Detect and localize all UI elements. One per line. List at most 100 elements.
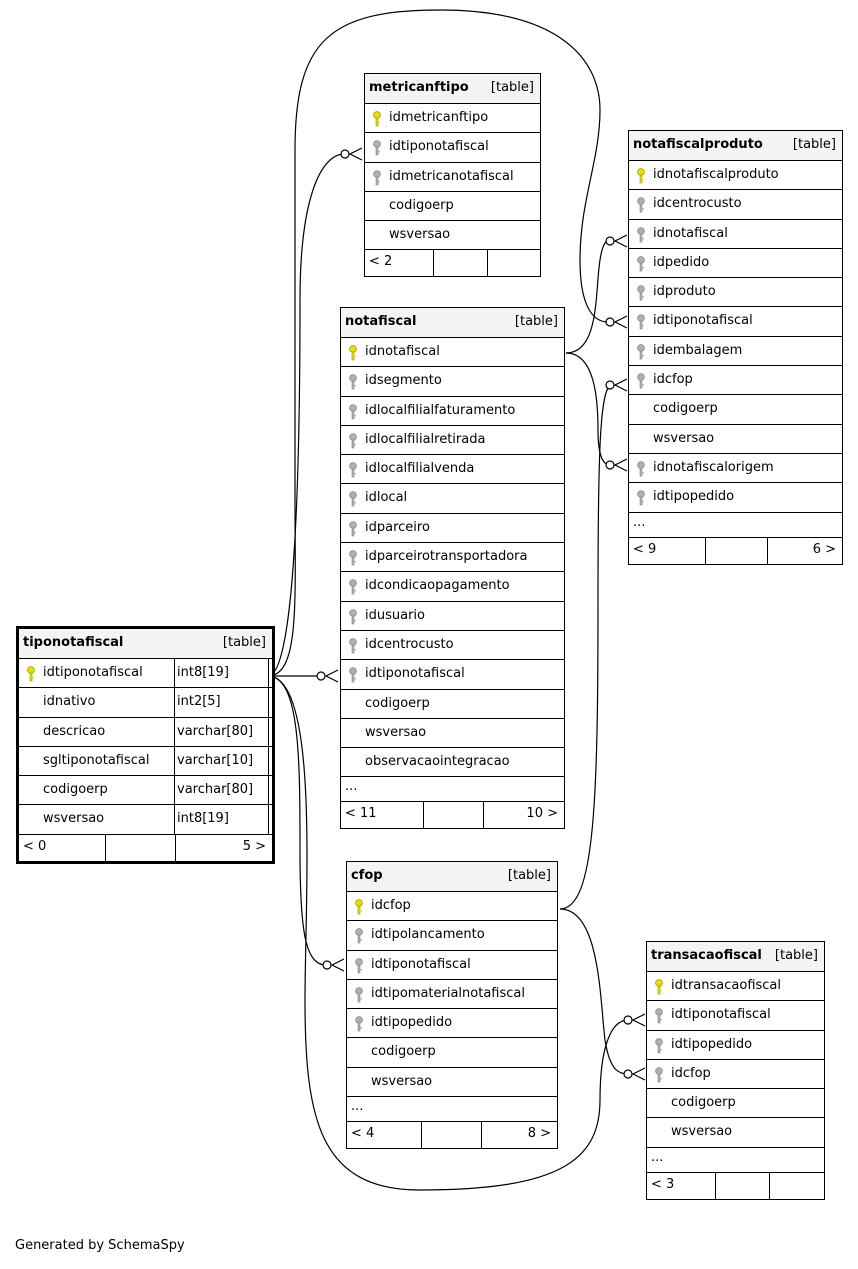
- table-type-label: [table]: [774, 948, 818, 963]
- column-divider: [174, 688, 175, 717]
- column-row[interactable]: idlocal: [341, 484, 564, 514]
- column-row[interactable]: idtiponotafiscal: [341, 660, 564, 690]
- column-row[interactable]: idcfop: [347, 892, 557, 922]
- column-row[interactable]: wsversao: [341, 719, 564, 749]
- column-row[interactable]: idsegmento: [341, 367, 564, 397]
- table-name[interactable]: metricanftipo: [369, 80, 469, 95]
- column-name: idproduto: [653, 284, 716, 300]
- column-row[interactable]: idtransacaofiscal: [647, 972, 824, 1002]
- more-columns-row[interactable]: ...: [647, 1148, 824, 1173]
- column-row[interactable]: idnotafiscalproduto: [629, 161, 842, 191]
- column-row[interactable]: idtiponotafiscal: [629, 307, 842, 337]
- column-row[interactable]: idcfop: [629, 366, 842, 396]
- column-row[interactable]: wsversao: [365, 221, 540, 251]
- more-columns-row[interactable]: ...: [341, 777, 564, 803]
- column-row[interactable]: idtiponotafiscal: [365, 133, 540, 163]
- column-row[interactable]: wsversao: [347, 1068, 557, 1098]
- column-name: idparceirotransportadora: [365, 549, 528, 565]
- relation-line: [267, 153, 345, 677]
- column-row[interactable]: idtipopedido: [647, 1031, 824, 1060]
- foreign-key-icon: [355, 987, 363, 1003]
- column-row[interactable]: idparceirotransportadora: [341, 543, 564, 573]
- relation-line: [267, 9, 609, 677]
- child-count-link[interactable]: 10 >: [526, 806, 558, 822]
- generated-by-footer: Generated by SchemaSpy: [15, 1238, 185, 1253]
- column-name: idmetricanotafiscal: [389, 168, 514, 184]
- column-row[interactable]: idnotafiscal: [629, 220, 842, 249]
- column-row[interactable]: idcondicaopagamento: [341, 572, 564, 602]
- more-columns-row[interactable]: ...: [347, 1097, 557, 1123]
- table-name[interactable]: cfop: [351, 868, 383, 883]
- table-name[interactable]: tiponotafiscal: [23, 635, 124, 650]
- table-name[interactable]: transacaofiscal: [651, 948, 762, 963]
- column-row[interactable]: idembalagem: [629, 337, 842, 367]
- column-row[interactable]: idtiponotafiscal: [647, 1001, 824, 1031]
- column-name: codigoerp: [653, 401, 718, 417]
- column-row[interactable]: idtipopedido: [629, 483, 842, 513]
- parent-count-link[interactable]: < 4: [351, 1126, 375, 1142]
- column-name: codigoerp: [371, 1044, 436, 1060]
- column-row[interactable]: idparceiro: [341, 514, 564, 544]
- foreign-key-icon: [637, 256, 645, 272]
- more-columns-row[interactable]: ...: [629, 513, 842, 538]
- column-row[interactable]: idcfop: [647, 1060, 824, 1090]
- column-row[interactable]: idcentrocusto: [341, 631, 564, 661]
- column-row[interactable]: idtipomaterialnotafiscal: [347, 980, 557, 1010]
- column-row[interactable]: codigoerp: [347, 1038, 557, 1068]
- column-type: int8[19]: [177, 665, 229, 680]
- relation-line: [565, 239, 611, 354]
- table-notafiscalproduto[interactable]: notafiscalproduto [table] idnotafiscalprod…: [628, 130, 843, 565]
- column-row[interactable]: idlocalfilialvenda: [341, 455, 564, 485]
- footer-divider: [175, 834, 176, 861]
- column-row[interactable]: observacaointegracao: [341, 748, 564, 778]
- column-row[interactable]: wsversao: [647, 1118, 824, 1148]
- parent-count-link[interactable]: < 0: [23, 838, 47, 854]
- parent-count-link[interactable]: < 2: [369, 254, 393, 270]
- column-row[interactable]: idtipopedido: [347, 1009, 557, 1039]
- table-name[interactable]: notafiscal: [345, 314, 417, 329]
- parent-count-link[interactable]: < 9: [633, 541, 657, 557]
- column-name: wsversao: [43, 811, 105, 827]
- column-row[interactable]: idnotafiscalorigem: [629, 454, 842, 484]
- column-row[interactable]: idtipolancamento: [347, 921, 557, 951]
- column-row[interactable]: wsversao: [629, 425, 842, 454]
- column-name: idsegmento: [365, 373, 442, 389]
- column-row[interactable]: idcentrocusto: [629, 190, 842, 220]
- child-count-link[interactable]: 6 >: [812, 541, 836, 557]
- column-row[interactable]: codigoerp: [365, 192, 540, 222]
- column-row[interactable]: idlocalfilialretirada: [341, 426, 564, 456]
- column-row[interactable]: idmetricanotafiscal: [365, 163, 540, 192]
- column-row[interactable]: idproduto: [629, 278, 842, 308]
- child-count-link[interactable]: 8 >: [527, 1126, 551, 1142]
- column-row[interactable]: idmetricanftipo: [365, 104, 540, 134]
- child-count-link[interactable]: 5 >: [242, 838, 266, 854]
- column-row[interactable]: codigoerp: [647, 1089, 824, 1119]
- column-divider: [174, 805, 175, 834]
- column-row[interactable]: codigoerp: [629, 395, 842, 425]
- parent-count-link[interactable]: < 11: [345, 806, 377, 822]
- column-row[interactable]: idpedido: [629, 249, 842, 279]
- more-columns-label: ...: [345, 779, 358, 795]
- table-name[interactable]: notafiscalproduto: [633, 137, 763, 152]
- column-row[interactable]: idlocalfilialfaturamento: [341, 397, 564, 426]
- crowfoot-marker: [330, 958, 345, 972]
- table-footer: < 11 10 >: [341, 802, 564, 829]
- column-row[interactable]: idnotafiscal: [341, 338, 564, 368]
- table-type-label: [table]: [792, 137, 836, 152]
- column-row[interactable]: codigoerp: [341, 690, 564, 719]
- parent-count-link[interactable]: < 3: [651, 1176, 675, 1192]
- column-row[interactable]: idusuario: [341, 602, 564, 631]
- column-row[interactable]: idtiponotafiscal: [347, 951, 557, 980]
